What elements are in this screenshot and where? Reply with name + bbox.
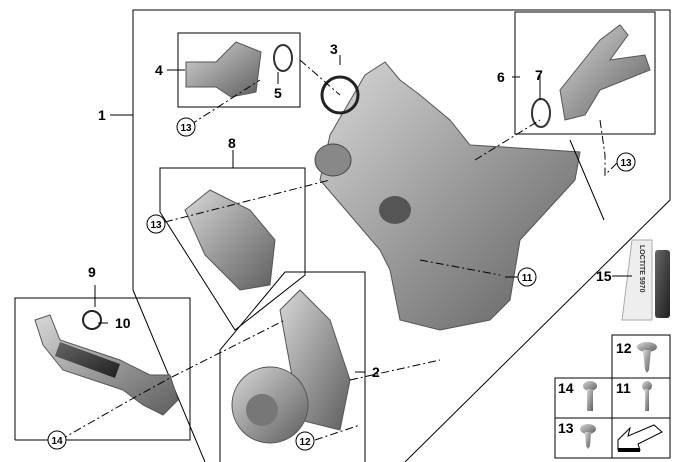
direction-arrow-icon: [617, 424, 663, 452]
part-6-y-pipe: [559, 24, 651, 121]
callout-5: 5: [274, 85, 282, 101]
guide-lines: [59, 59, 621, 441]
fastener-label-12: 12: [616, 340, 632, 356]
callout-10: 10: [115, 315, 131, 331]
part-10-clamp: [82, 310, 102, 330]
part-9-hose: [34, 314, 179, 416]
fastener-label-11: 11: [616, 380, 631, 396]
callout-1: 1: [98, 107, 106, 123]
svg-text:13: 13: [150, 220, 162, 231]
tube-logo-text: LOCTITE 5970: [638, 245, 645, 293]
fastener-label-14: 14: [558, 380, 574, 396]
svg-text:12: 12: [299, 437, 311, 448]
callout-2: 2: [372, 364, 380, 380]
part-3-clamp: [320, 75, 360, 115]
fastener-grid: 12 14 11 13: [554, 334, 671, 459]
box-6: [514, 11, 656, 135]
screw-14-icon: [583, 381, 597, 411]
callout-3: 3: [330, 41, 338, 57]
part-15-sealant-tube: LOCTITE 5970: [621, 239, 670, 321]
callout-6: 6: [497, 69, 505, 85]
svg-text:11: 11: [522, 273, 533, 284]
main-housing-part: [314, 61, 581, 331]
circled-ref-13-left: 13: [146, 214, 166, 234]
callout-7: 7: [535, 67, 543, 83]
callout-leaders: [94, 55, 632, 373]
main-group-outline: [132, 9, 671, 462]
box-8: [159, 167, 306, 331]
part-5-oring: [273, 44, 293, 72]
part-2-water-pump: [231, 289, 351, 444]
callout-8: 8: [228, 135, 236, 151]
screw-12-icon: [637, 342, 657, 373]
callout-4: 4: [155, 62, 163, 78]
screw-13-icon: [580, 424, 596, 449]
circled-ref-12: 12: [295, 431, 315, 451]
part-7-oring: [531, 98, 551, 128]
fastener-label-13: 13: [558, 420, 574, 436]
part-8-cover: [184, 189, 276, 291]
box-2: [219, 271, 366, 462]
svg-text:13: 13: [620, 158, 632, 169]
callout-9: 9: [88, 264, 96, 280]
svg-text:13: 13: [180, 123, 192, 134]
circled-ref-13-right: 13: [616, 152, 636, 172]
circled-ref-11: 11: [517, 267, 537, 287]
svg-text:14: 14: [51, 436, 63, 447]
part-4-connector: [185, 41, 262, 98]
screw-11-icon: [642, 381, 652, 411]
box-9: [14, 297, 191, 441]
circled-ref-14: 14: [47, 430, 67, 450]
callout-15: 15: [596, 268, 612, 284]
circled-ref-13-top: 13: [176, 117, 196, 137]
